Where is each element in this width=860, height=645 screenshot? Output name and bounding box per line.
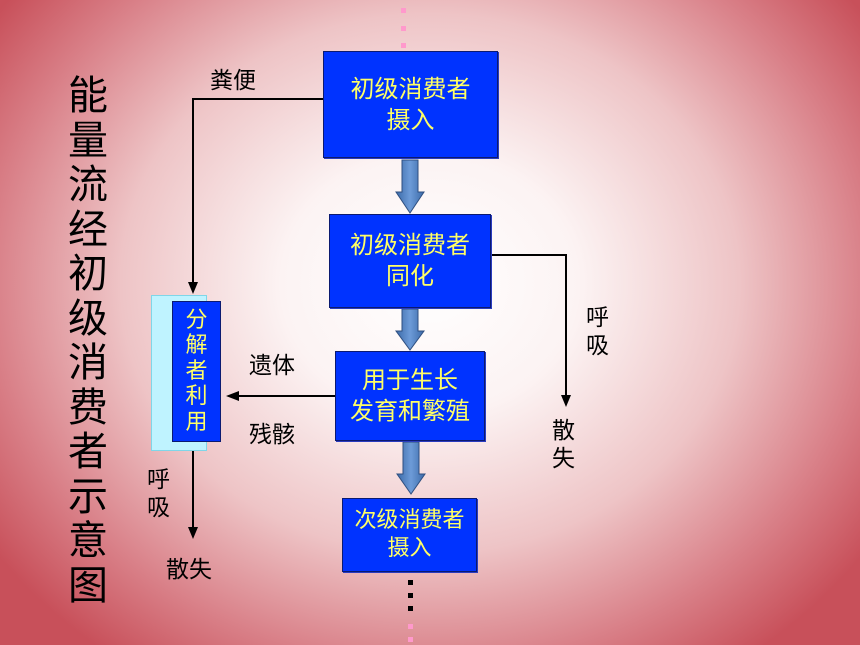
box-text-line: 摄入 — [387, 536, 432, 561]
box-text-line: 摄入 — [386, 105, 435, 134]
feces-line — [192, 98, 323, 283]
label-dissipated-right: 散失 — [552, 417, 575, 473]
label-respiration-right: 呼吸 — [586, 304, 609, 360]
vertical-char: 吸 — [147, 495, 170, 521]
down-arrow-1 — [395, 159, 425, 214]
vertical-char: 量 — [68, 117, 108, 164]
box-text-line: 用于生长 — [362, 366, 458, 394]
vertical-char: 者 — [185, 358, 208, 384]
vertical-char: 解 — [185, 333, 208, 359]
vertical-char: 图 — [68, 562, 108, 609]
box-text-line: 初级消费者 — [350, 231, 470, 259]
box-primary-consumer-intake: 初级消费者摄入 — [323, 51, 498, 158]
box-text-line: 初级消费者 — [350, 74, 471, 103]
vertical-char: 消 — [68, 340, 108, 386]
vertical-char: 流 — [68, 162, 108, 208]
vertical-char: 初 — [68, 251, 108, 297]
vertical-char: 呼 — [586, 305, 609, 331]
label-residue: 残骸 — [249, 422, 295, 448]
box-growth-reproduction: 用于生长发育和繁殖 — [335, 351, 485, 441]
diagram-title: 能量流经初级消费者示意图 — [64, 74, 112, 608]
box-text-line: 同化 — [386, 262, 434, 290]
respiration-right-line — [491, 254, 567, 396]
box-text-line: 次级消费者 — [354, 508, 465, 533]
box-text-line: 发育和繁殖 — [350, 397, 470, 425]
respiration-left-arrowhead — [188, 527, 198, 539]
down-arrow-2 — [395, 308, 425, 351]
vertical-char: 失 — [552, 446, 575, 472]
vertical-char: 吸 — [586, 333, 609, 359]
feces-arrowhead — [188, 282, 198, 294]
vertical-char: 费 — [68, 384, 108, 431]
box-secondary-consumer-intake: 次级消费者摄入 — [342, 498, 477, 572]
vertical-char: 经 — [68, 206, 108, 253]
vertical-char: 意 — [68, 518, 108, 564]
vertical-char: 用 — [185, 409, 208, 435]
respiration-right-arrowhead — [561, 395, 571, 407]
label-respiration-left: 呼吸 — [147, 466, 170, 522]
vertical-char: 分 — [185, 307, 208, 333]
bottom-ellipsis-icon — [408, 580, 413, 642]
label-dissipated-left: 散失 — [166, 557, 212, 583]
label-feces: 粪便 — [210, 68, 256, 94]
vertical-char: 示 — [68, 473, 108, 520]
vertical-char: 级 — [68, 295, 108, 342]
vertical-char: 散 — [552, 418, 575, 444]
down-arrow-3 — [396, 441, 426, 495]
vertical-char: 利 — [185, 384, 208, 410]
vertical-char: 能 — [68, 73, 108, 119]
label-remains: 遗体 — [249, 353, 295, 379]
vertical-char: 呼 — [147, 467, 170, 493]
top-dots — [401, 8, 406, 48]
vertical-char: 者 — [68, 429, 108, 475]
box-primary-consumer-assimilation: 初级消费者同化 — [329, 214, 491, 308]
box-decomposer: 分解者利用 — [172, 301, 221, 442]
remains-arrowhead — [226, 391, 239, 401]
